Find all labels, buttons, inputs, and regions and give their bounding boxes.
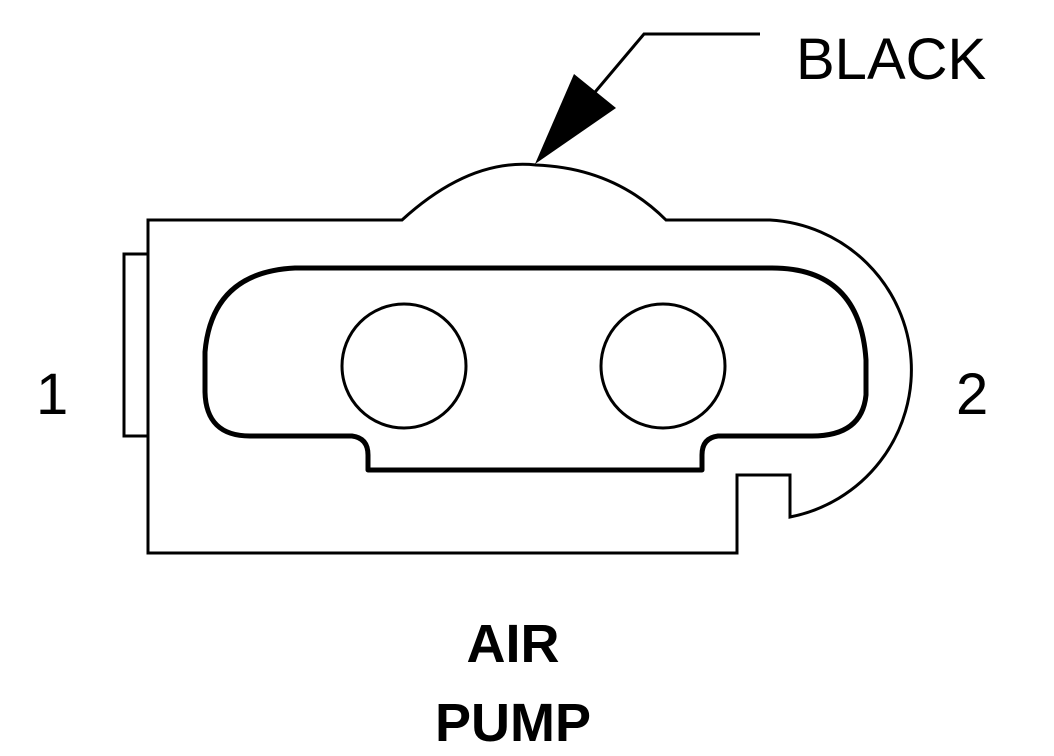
left-latch-tab: [122, 252, 148, 438]
pin-label-1: 1: [36, 362, 68, 427]
callout-leader-line: [583, 32, 760, 105]
connector-body-outline: [146, 162, 913, 555]
component-title-line2: PUMP: [435, 693, 591, 753]
pin-label-2: 2: [956, 362, 988, 427]
callout-color-label: BLACK: [796, 27, 987, 92]
socket-cavity-outline: [202, 265, 869, 473]
callout-arrowhead: [535, 74, 616, 164]
component-title-line1: AIR: [467, 614, 560, 674]
terminal-pin-2: [599, 302, 727, 430]
terminal-pin-1: [340, 302, 468, 430]
